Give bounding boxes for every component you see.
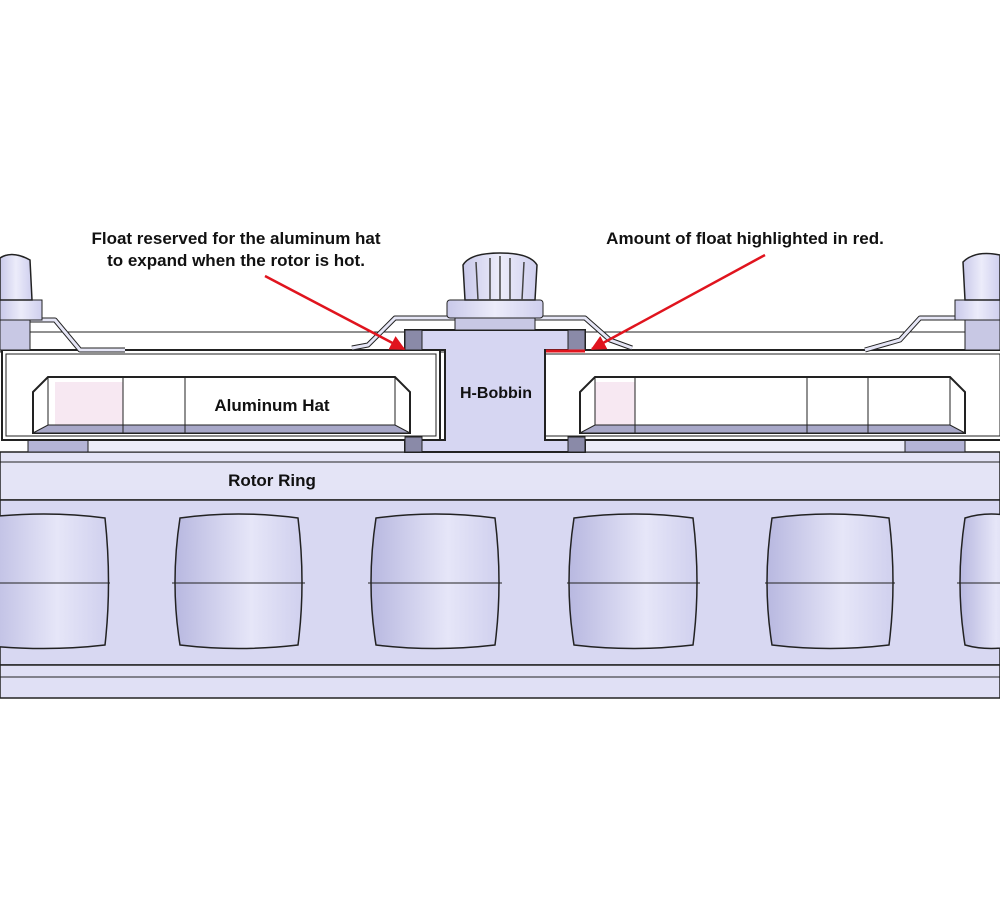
- label-h-bobbin: H-Bobbin: [460, 385, 532, 402]
- annotation-float-reserved-line1: Float reserved for the aluminum hat: [91, 229, 380, 248]
- label-rotor-ring: Rotor Ring: [228, 471, 316, 490]
- nut-center: [446, 252, 544, 331]
- rotor-ring: [0, 451, 1000, 699]
- arrow-float-reserved: [264, 274, 406, 351]
- arrow-float-highlight: [590, 253, 766, 351]
- annotation-float-highlight: Amount of float highlighted in red.: [606, 229, 884, 248]
- rotor-slots: [0, 513, 1000, 650]
- annotation-float-reserved-line2: to expand when the rotor is hot.: [107, 251, 365, 270]
- nut-right: [954, 252, 1000, 351]
- nut-left: [0, 253, 43, 351]
- aluminum-hat-left: [1, 349, 441, 453]
- aluminum-hat-right: [539, 349, 1000, 453]
- label-aluminum-hat: Aluminum Hat: [214, 396, 330, 415]
